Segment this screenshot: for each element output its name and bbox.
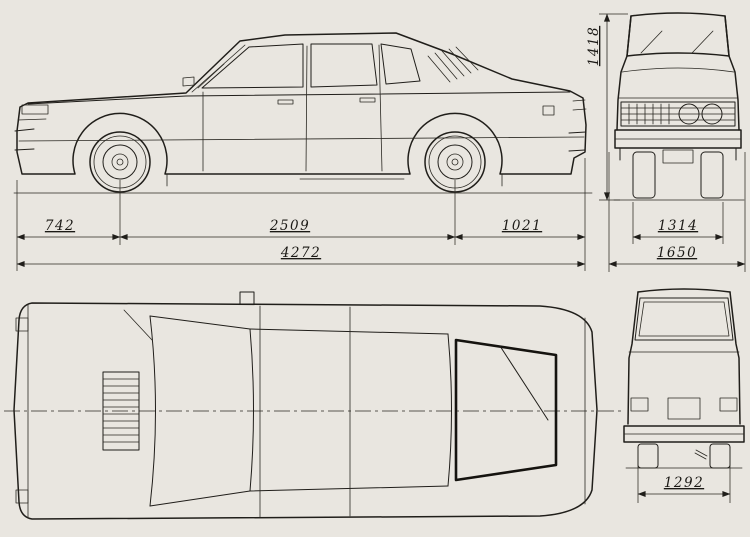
side-view-drawing [13,32,593,194]
rear-window-wiper [499,345,549,421]
taillight-lines [572,99,587,111]
rear-license-plate [667,397,701,420]
front-dimensions: 1418 1314 1650 [586,13,746,272]
top-roof-front-edge [249,328,254,492]
rear-right-tire [709,443,731,469]
dim-height: 1418 [586,26,602,66]
front-roof-windshield [626,12,730,57]
rear-door-window [310,43,378,88]
side-dimensions: 742 2509 1021 4272 [16,158,586,271]
top-side-mirror [239,291,255,305]
top-rear-window [454,338,558,482]
top-hatch-front-edge [447,333,452,487]
taillight-right [719,397,738,412]
headlight-right-lamp [701,103,723,125]
front-wipers [640,30,714,54]
dim-overall-width: 1650 [657,245,697,261]
rear-bumper [568,131,587,152]
front-right-tire [700,151,724,199]
belt-line [27,91,571,105]
headlight-left-lamp [678,103,700,125]
front-door-window [201,43,304,89]
headlight [21,104,49,115]
rear-body-sides [627,291,741,425]
dim-front-track: 1314 [658,218,698,234]
wiper [197,63,225,89]
dim-rear-track: 1292 [664,475,704,491]
side-trim-line [18,136,585,142]
dim-overall-length: 4272 [280,245,321,261]
exhaust-pipe [694,449,708,460]
dim-rear-overhang: 1021 [502,218,542,234]
front-skirt [619,147,737,161]
quarter-window [380,43,421,85]
grille-mesh [628,103,670,125]
rear-view-drawing [623,288,745,469]
top-view-drawing [4,291,622,520]
grille-line [17,118,47,121]
front-bumper [14,128,35,151]
front-left-tire [632,151,656,199]
front-license-plate [662,149,694,164]
door-handle-rear [359,97,376,103]
top-roof-sides [249,328,449,492]
car-body-outline [16,32,587,175]
hood-lines [618,67,738,99]
rear-window-inner [638,301,730,337]
hood-vent [102,371,140,451]
top-a-pillars [149,315,251,507]
rear-roof [637,288,731,293]
mud-flaps [166,173,503,187]
door-handle-front [277,99,294,105]
rear-left-tire [637,443,659,469]
side-mirror [182,76,195,87]
top-door-seams [259,305,351,518]
front-view-drawing [613,12,745,201]
c-pillar-louvers [427,46,479,83]
front-body-sides [616,15,740,131]
antenna [123,309,153,341]
fuel-cap [542,105,555,116]
rear-dimensions: 1292 [637,448,731,503]
windshield [191,44,246,93]
taillight-left [630,397,649,412]
top-windshield-edge [149,315,156,507]
top-corner-lamp-left [15,317,29,332]
top-corner-lamp-right [15,489,29,504]
rear-window [634,297,734,341]
top-body-outline [13,302,598,520]
dim-wheelbase: 2509 [269,218,310,234]
dim-front-overhang: 742 [45,218,75,234]
door-seams [202,44,383,172]
grille-slats [620,107,736,121]
